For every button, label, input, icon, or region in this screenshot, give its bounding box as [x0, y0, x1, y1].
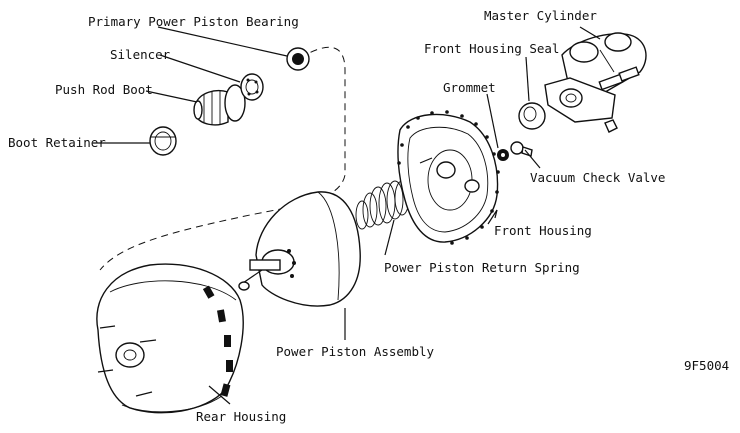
- mounting-stud: [135, 391, 153, 397]
- front-housing-seal-part: [518, 102, 546, 130]
- grommet-part: [497, 149, 509, 161]
- master-cylinder-part: [544, 32, 647, 133]
- rear-housing-part: [96, 263, 244, 414]
- label-rear-housing: Rear Housing: [196, 409, 286, 424]
- label-push-rod-boot: Push Rod Boot: [55, 82, 153, 97]
- label-front-housing: Front Housing: [494, 223, 592, 238]
- label-master-cylinder: Master Cylinder: [484, 8, 597, 23]
- figure-code: 9F5004: [684, 358, 729, 373]
- front-housing-part: [397, 110, 500, 245]
- mounting-stud: [99, 325, 116, 329]
- label-primary-power-piston-bearing: Primary Power Piston Bearing: [88, 14, 299, 29]
- return-spring-part: [355, 180, 410, 230]
- mounting-stud: [97, 369, 114, 373]
- label-silencer: Silencer: [110, 47, 171, 62]
- push-rod-boot-part: [193, 84, 246, 126]
- label-power-piston-assembly: Power Piston Assembly: [276, 344, 435, 359]
- boot-retainer-part: [149, 126, 177, 156]
- label-power-piston-return-spring: Power Piston Return Spring: [384, 260, 580, 275]
- label-front-housing-seal: Front Housing Seal: [424, 41, 559, 56]
- master-cylinder-nut: [604, 119, 618, 133]
- primary-power-piston-bearing-part: [286, 47, 310, 71]
- mounting-stud: [139, 339, 157, 343]
- assembly-guide-line: [99, 46, 346, 271]
- power-piston-assembly-part: [238, 191, 361, 307]
- silencer-part: [240, 73, 264, 101]
- label-vacuum-check-valve: Vacuum Check Valve: [530, 170, 665, 185]
- label-boot-retainer: Boot Retainer: [8, 135, 106, 150]
- leader-lines: [93, 26, 601, 405]
- push-rod: [249, 259, 281, 271]
- label-grommet: Grommet: [443, 80, 496, 95]
